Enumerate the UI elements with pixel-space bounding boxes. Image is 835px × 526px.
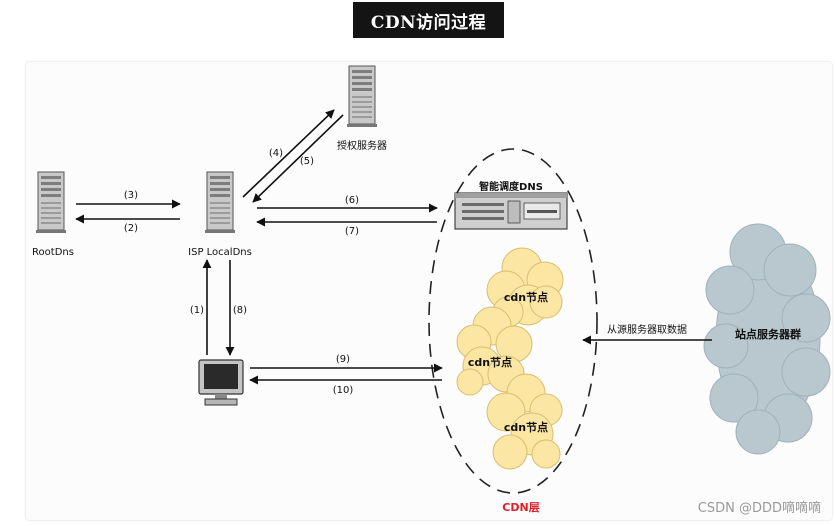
smart-dns-label: 智能调度DNS xyxy=(479,180,543,193)
diagram-panel xyxy=(26,62,832,520)
isp-local-dns-label: ISP LocalDns xyxy=(188,247,252,258)
cdn-node-label-3: cdn节点 xyxy=(504,420,548,434)
cdn-node-cloud-2 xyxy=(456,306,533,396)
step-label-5: (5) xyxy=(300,156,314,167)
step-label-6: (6) xyxy=(345,195,359,206)
step-label-3: (3) xyxy=(124,190,138,201)
cdn-node-label-2: cdn节点 xyxy=(468,355,512,369)
isp-local-dns-server-icon xyxy=(204,171,236,234)
auth-server-icon xyxy=(346,65,378,128)
cdn-layer-label: CDN层 xyxy=(502,501,539,514)
step-label-9: (9) xyxy=(336,354,350,365)
cdn-node-cloud-1 xyxy=(486,247,564,328)
step-label-4: (4) xyxy=(269,148,283,159)
auth-server-label: 授权服务器 xyxy=(337,139,387,152)
step-label-1: (1) xyxy=(190,305,204,316)
origin-server-group-label: 站点服务器群 xyxy=(735,327,801,341)
arrow-step-5 xyxy=(252,114,344,203)
cdn-node-label-1: cdn节点 xyxy=(504,290,548,304)
smart-dns-server-icon xyxy=(454,192,568,230)
step-label-7: (7) xyxy=(345,226,359,237)
step-label-8: (8) xyxy=(233,305,247,316)
root-dns-label: RootDns xyxy=(32,247,74,258)
origin-server-group-cloud xyxy=(703,223,831,455)
cdn-layer-boundary xyxy=(428,148,598,494)
client-computer-icon xyxy=(198,359,244,406)
arrow-step-4 xyxy=(242,109,335,198)
origin-fetch-label: 从源服务器取数据 xyxy=(607,323,687,336)
watermark: CSDN @DDD嘀嘀嘀 xyxy=(697,501,821,516)
page-title: CDN访问过程 xyxy=(353,2,504,38)
root-dns-server-icon xyxy=(35,171,67,234)
step-label-10: (10) xyxy=(333,385,354,396)
cdn-node-cloud-3 xyxy=(486,373,563,470)
step-label-2: (2) xyxy=(124,223,138,234)
